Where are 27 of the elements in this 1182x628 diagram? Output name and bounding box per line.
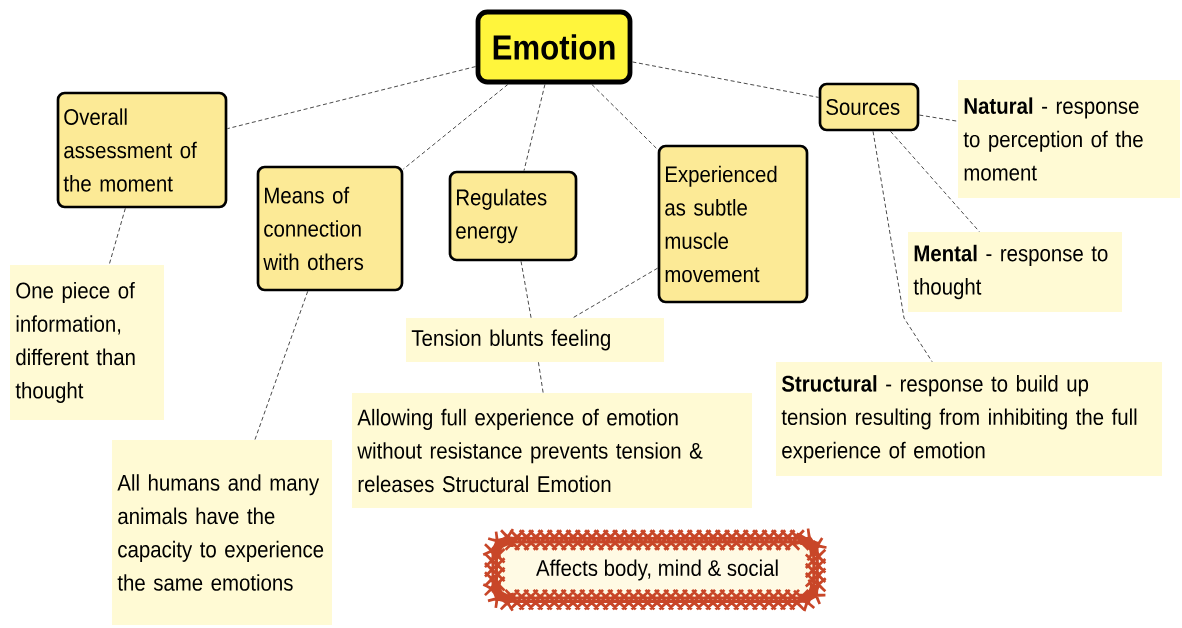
concept-box: Experienced as subtle muscle movement <box>657 144 809 304</box>
connector-line <box>520 260 532 319</box>
connector-line <box>226 66 477 130</box>
concept-box: Sources <box>818 82 920 132</box>
note-box: Allowing full experience of emotion without resistance prevents tension & releases Structural Emotion <box>352 393 752 508</box>
note-box: All humans and many animals have the capacity to experience the same emotions <box>112 439 332 626</box>
connector-line <box>890 130 980 233</box>
connector-line <box>872 130 933 363</box>
connector-line <box>918 114 959 122</box>
concept-box: Regulates energy <box>448 170 578 262</box>
connector-line <box>537 361 544 394</box>
concept-box: Overall assessment of the moment <box>56 91 228 209</box>
connector-line <box>523 83 546 172</box>
connector-line <box>108 207 126 266</box>
note-box: Structural - response to build up tension resulting from inhibiting the full experience of emotion <box>776 362 1162 476</box>
callout-cloud: Affects body, mind & social <box>481 527 828 613</box>
connector-line <box>591 83 659 150</box>
connector-line <box>254 290 309 441</box>
note-box: Mental - response to thought <box>908 232 1122 312</box>
central-box: Emotion <box>475 9 633 85</box>
note-box: One piece of information, different than thought <box>10 265 164 420</box>
note-box: Natural - response to perception of the moment <box>958 80 1180 198</box>
connector-line <box>402 83 509 170</box>
connector-line <box>572 267 659 319</box>
concept-box: Means of connection with others <box>256 165 404 292</box>
connector-line <box>631 61 820 98</box>
note-box: Tension blunts feeling <box>406 318 664 362</box>
